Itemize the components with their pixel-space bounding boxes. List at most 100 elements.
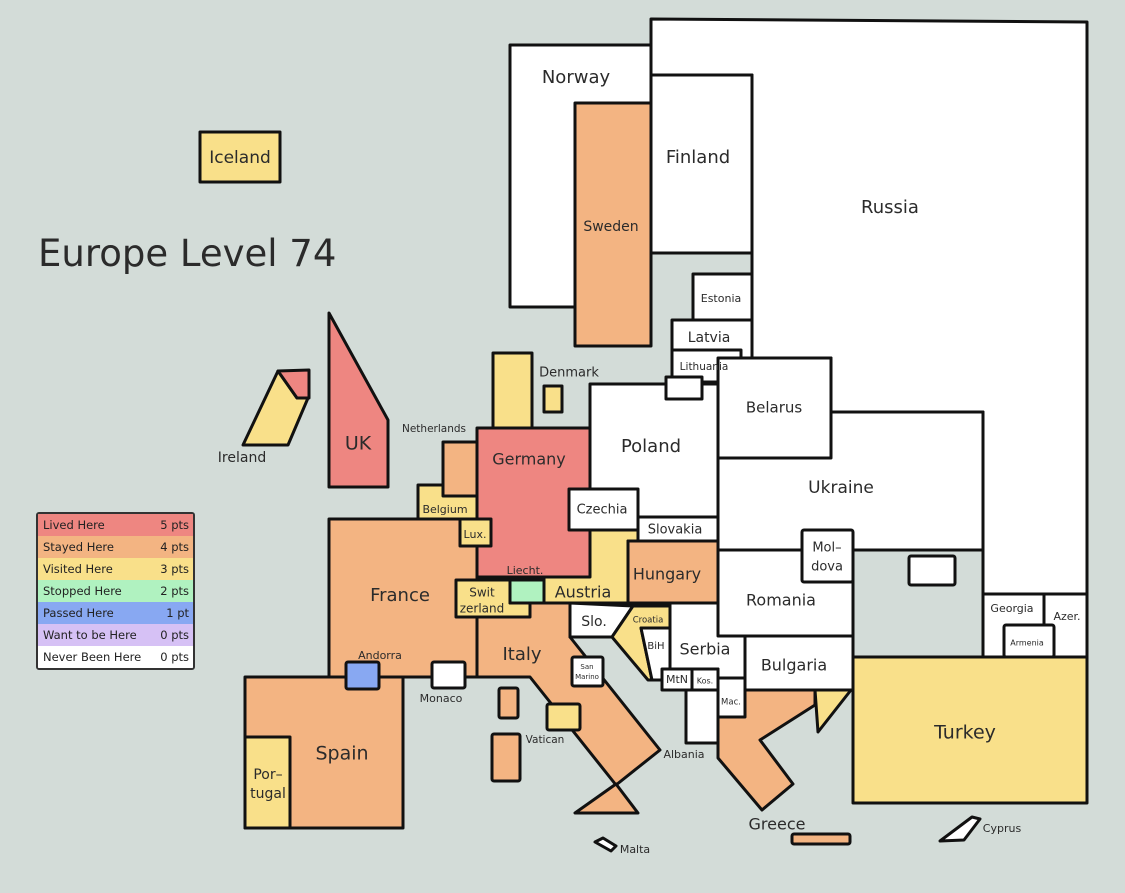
legend-points: 1 pt xyxy=(166,606,189,620)
label-hungary: Hungary xyxy=(633,565,701,584)
legend-label: Stopped Here xyxy=(43,584,122,598)
legend-label: Stayed Here xyxy=(43,540,114,554)
country-portugal[interactable] xyxy=(243,735,292,830)
legend-row-visited: Visited Here 3 pts xyxy=(38,558,193,580)
label-portugal-1: Por– xyxy=(253,767,282,783)
label-russia: Russia xyxy=(861,197,919,218)
legend-points: 0 pts xyxy=(160,650,189,664)
legend-label: Want to be Here xyxy=(43,628,137,642)
page-title: Europe Level 74 xyxy=(38,232,337,275)
label-belgium: Belgium xyxy=(422,503,467,516)
label-lithuania: Lithuania xyxy=(680,361,729,373)
country-armenia[interactable] xyxy=(1002,623,1056,659)
label-switzerland-2: zerland xyxy=(460,602,505,616)
label-ukraine: Ukraine xyxy=(808,478,874,498)
label-moldova-1: Mol– xyxy=(812,541,841,556)
label-greece: Greece xyxy=(749,815,806,834)
legend-points: 0 pts xyxy=(160,628,189,642)
country-denmark[interactable] xyxy=(491,351,534,430)
label-serbia: Serbia xyxy=(680,640,731,659)
country-uk[interactable] xyxy=(327,311,390,489)
label-luxembourg: Lux. xyxy=(464,528,487,541)
label-spain: Spain xyxy=(315,743,368,765)
country-liechtenstein[interactable] xyxy=(508,578,546,605)
country-netherlands[interactable] xyxy=(441,440,479,498)
legend-row-lived: Lived Here 5 pts xyxy=(38,514,193,536)
label-poland: Poland xyxy=(621,436,681,457)
label-uk: UK xyxy=(345,433,372,455)
label-ireland: Ireland xyxy=(218,450,266,466)
country-cyprus[interactable] xyxy=(938,815,982,843)
label-montenegro: MtN xyxy=(666,673,688,686)
country-denmark-island[interactable] xyxy=(542,384,564,414)
country-france-corsica[interactable] xyxy=(497,686,520,720)
country-malta[interactable] xyxy=(593,836,618,853)
label-portugal-2: tugal xyxy=(250,786,286,802)
legend-points: 4 pts xyxy=(160,540,189,554)
country-belarus[interactable] xyxy=(716,356,833,460)
label-germany: Germany xyxy=(492,450,566,469)
label-finland: Finland xyxy=(666,147,730,168)
legend-row-stopped: Stopped Here 2 pts xyxy=(38,580,193,602)
legend-row-want: Want to be Here 0 pts xyxy=(38,624,193,646)
label-iceland: Iceland xyxy=(209,148,271,168)
label-italy: Italy xyxy=(502,644,541,665)
country-finland[interactable] xyxy=(649,73,754,255)
label-macedonia: Mac. xyxy=(721,698,741,708)
country-estonia[interactable] xyxy=(691,272,754,322)
legend-label: Lived Here xyxy=(43,518,105,532)
label-france: France xyxy=(370,585,430,606)
label-cyprus: Cyprus xyxy=(983,822,1022,835)
legend-label: Passed Here xyxy=(43,606,114,620)
label-san-marino-2: Marino xyxy=(575,673,599,681)
country-vatican[interactable] xyxy=(545,702,582,732)
label-armenia: Armenia xyxy=(1010,639,1044,648)
country-russia-kaliningrad[interactable] xyxy=(664,375,704,401)
label-georgia: Georgia xyxy=(990,602,1033,615)
label-latvia: Latvia xyxy=(688,330,731,346)
country-san-marino[interactable] xyxy=(570,655,605,688)
label-switzerland-1: Swit xyxy=(469,586,495,600)
label-norway: Norway xyxy=(542,67,611,88)
country-monaco[interactable] xyxy=(430,660,467,690)
legend-row-stayed: Stayed Here 4 pts xyxy=(38,536,193,558)
country-italy-sardinia[interactable] xyxy=(490,732,522,783)
label-moldova-2: dova xyxy=(811,560,843,575)
legend-points: 5 pts xyxy=(160,518,189,532)
label-slovenia: Slo. xyxy=(581,614,607,630)
label-albania: Albania xyxy=(663,748,704,761)
legend-label: Never Been Here xyxy=(43,650,142,664)
country-andorra[interactable] xyxy=(344,660,381,691)
label-bih: BiH xyxy=(647,641,664,652)
country-italy-sicily[interactable] xyxy=(573,782,640,815)
label-croatia: Croatia xyxy=(633,616,664,626)
label-netherlands: Netherlands xyxy=(402,423,466,435)
label-austria: Austria xyxy=(555,583,612,602)
label-denmark: Denmark xyxy=(539,366,599,381)
country-uk-ni[interactable] xyxy=(276,368,311,400)
country-france[interactable] xyxy=(327,517,479,679)
legend-row-passed: Passed Here 1 pt xyxy=(38,602,193,624)
legend-label: Visited Here xyxy=(43,562,113,576)
legend-points: 2 pts xyxy=(160,584,189,598)
legend: Lived Here 5 pts Stayed Here 4 pts Visited… xyxy=(36,512,195,670)
legend-points: 3 pts xyxy=(160,562,189,576)
country-luxembourg[interactable] xyxy=(458,517,493,548)
label-kosovo: Kos. xyxy=(697,677,713,686)
country-iceland[interactable] xyxy=(198,130,282,184)
label-bulgaria: Bulgaria xyxy=(761,656,827,675)
label-sweden: Sweden xyxy=(583,219,638,235)
country-greece[interactable] xyxy=(716,688,817,812)
country-turkey-europe[interactable] xyxy=(813,688,853,734)
label-vatican: Vatican xyxy=(526,734,565,746)
label-belarus: Belarus xyxy=(746,399,803,417)
label-malta: Malta xyxy=(620,843,650,856)
country-albania[interactable] xyxy=(684,688,720,745)
country-turkey[interactable] xyxy=(851,655,1089,805)
country-russia-crimea[interactable] xyxy=(907,554,957,587)
label-turkey: Turkey xyxy=(933,722,996,744)
country-moldova[interactable] xyxy=(800,528,855,584)
country-czechia[interactable] xyxy=(567,487,640,532)
country-greece-crete[interactable] xyxy=(790,832,852,846)
